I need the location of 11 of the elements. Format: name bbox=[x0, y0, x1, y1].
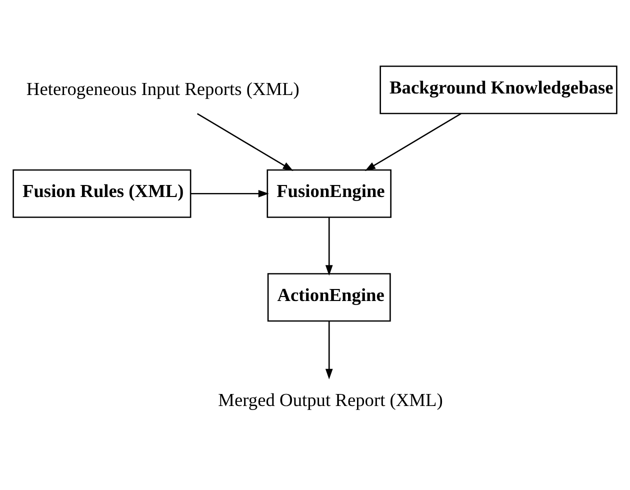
node-box: FusionEngine bbox=[266, 168, 392, 218]
arrow bbox=[190, 189, 269, 197]
node-box: Fusion Rules (XML) bbox=[12, 168, 192, 218]
node-text: Heterogeneous Input Reports (XML) bbox=[26, 78, 300, 98]
arrow bbox=[196, 112, 294, 170]
arrow bbox=[325, 216, 333, 276]
arrow bbox=[325, 320, 333, 379]
arrow bbox=[364, 112, 462, 170]
node-text: Merged Output Report (XML) bbox=[218, 389, 443, 410]
node-box: ActionEngine bbox=[267, 272, 391, 322]
node-box: Background Knowledgebase bbox=[380, 65, 618, 114]
